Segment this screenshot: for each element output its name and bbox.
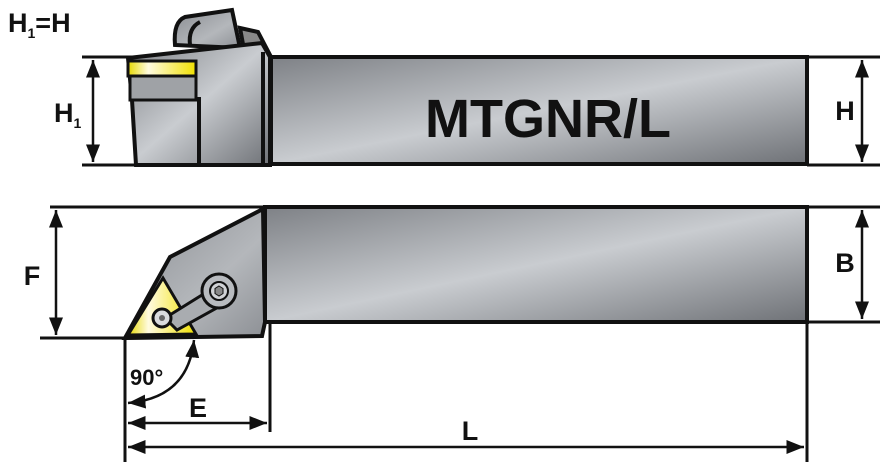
insert-top	[126, 59, 198, 78]
shank-top	[263, 205, 809, 324]
side-view: H1 MTGNR/L H	[54, 7, 880, 167]
f-label: F	[24, 261, 41, 291]
shank-side	[269, 55, 809, 166]
angle-arc	[127, 339, 200, 409]
b-label: B	[835, 248, 855, 278]
h1-label: H1	[54, 98, 82, 131]
e-label: E	[189, 393, 207, 423]
top-view: F B 90° E L	[24, 205, 880, 462]
title-h1-equals-h: H1=H	[8, 8, 71, 41]
h-label: H	[835, 96, 855, 126]
l-label: L	[462, 416, 479, 446]
angle-label: 90°	[130, 365, 163, 390]
model-label: MTGNR/L	[425, 89, 671, 149]
clamp	[172, 7, 243, 51]
